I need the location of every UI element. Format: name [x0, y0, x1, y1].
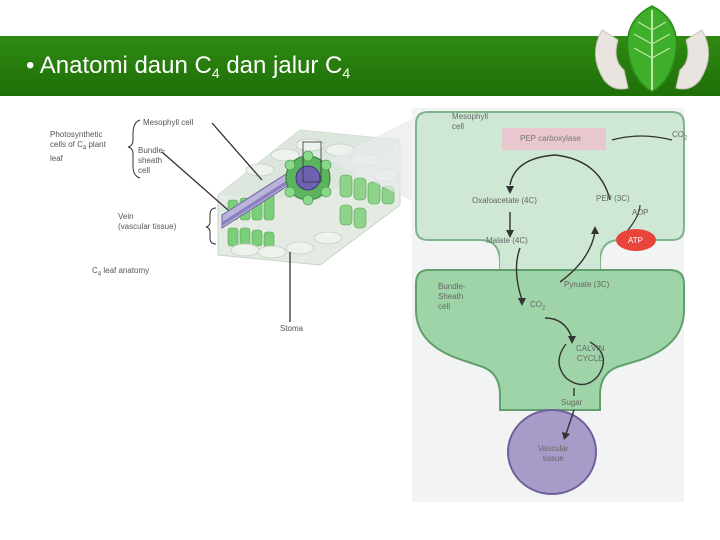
vascular-tissue-label: Vascular tissue — [538, 444, 569, 463]
pyruvate-label: Pyruate (3C) — [564, 280, 610, 289]
co2-top-label: CO2 — [672, 130, 688, 142]
slide-title: • Anatomi daun C4 dan jalur C4 — [26, 52, 351, 81]
adp-label: ADP — [632, 208, 649, 217]
mesophyll-cell-diagram-label: Mesophyll cell — [452, 112, 489, 131]
atp-label: ATP — [628, 236, 643, 245]
c4-leaf-anatomy-caption: C4 leaf anatomy — [92, 266, 150, 278]
vein-label: Vein (vascular tissue) — [118, 212, 177, 231]
co2-bottom-label: CO2 — [530, 300, 546, 312]
stoma-label: Stoma — [280, 324, 304, 333]
pep-label: PEP (3C) — [596, 194, 630, 203]
calvin-cycle-label: CALVIN CYCLE — [576, 344, 605, 363]
sugar-label: Sugar — [561, 398, 583, 407]
pep-carboxylase-label: PEP carboxylase — [520, 134, 581, 143]
hands-leaf-logo — [595, 5, 709, 93]
top-white-band — [0, 0, 720, 36]
oxaloacetate-label: Oxaloacetate (4C) — [472, 196, 537, 205]
mesophyll-cell-label: Mesophyll cell — [143, 118, 194, 127]
malate-label: Malate (4C) — [486, 236, 528, 245]
photosynthetic-cells-label: Photosynthetic cells of C4 plant leaf — [50, 130, 106, 163]
bundle-sheath-diagram-label: Bundle- Sheath cell — [438, 282, 466, 311]
bundle-sheath-label: Bundle- sheath cell — [138, 146, 166, 175]
